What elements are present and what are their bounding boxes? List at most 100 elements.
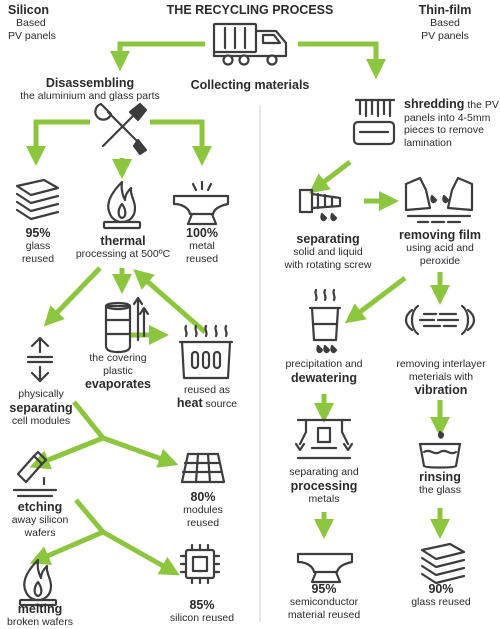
separating-liquid-label: separating solid and liquid with rotatin… <box>272 232 384 271</box>
left-header-line2: PV panels <box>8 29 56 42</box>
etching-bold: etching <box>17 500 63 514</box>
screw-icon <box>298 188 342 222</box>
separating-cells-label: physically separating cell modules <box>0 388 82 427</box>
separating-cells-line1: physically <box>18 388 64 400</box>
removing-film-bold: removing film <box>399 228 481 242</box>
glass95-line2: reused <box>21 252 55 265</box>
etching-label: etching away silicon wafers <box>0 500 80 539</box>
separating-liquid-bold: separating <box>296 232 360 246</box>
right-header-title: Thin-film <box>418 3 472 17</box>
melting-label: melting broken wafers <box>0 602 80 629</box>
shredding-line4: lamination <box>404 136 452 149</box>
glass90-value: 90% <box>428 582 454 596</box>
thermal-rest: processing at 500ºC <box>75 248 171 260</box>
arrow-heater-to-thermal <box>133 269 207 334</box>
can-icon <box>104 296 150 354</box>
robot-arm-icon <box>294 418 354 460</box>
heat-label: reused as heat source <box>170 384 244 410</box>
right-header: Thin-film Based PV panels <box>400 3 490 42</box>
removing-film-label: removing film using acid and peroxide <box>390 228 490 267</box>
melting-bold: melting <box>17 602 63 616</box>
arrow-to-silicon85 <box>101 529 180 576</box>
right-header-line2: PV panels <box>421 29 469 42</box>
dewatering-line1: precipitation and <box>285 358 363 370</box>
anvil-icon <box>172 180 230 226</box>
shredding-line3: pieces to remove <box>404 124 484 136</box>
shredding-label: shredding the PV panels into 4-5mm piece… <box>404 98 500 149</box>
metal100-line2: reused <box>185 252 219 265</box>
etching-line1: away silicon <box>11 514 69 526</box>
heat-rest: source <box>205 397 238 410</box>
thermal-bold: thermal <box>100 234 146 248</box>
glass90-line1: glass reused <box>411 596 471 608</box>
evaporates-label: the covering plastic evaporates <box>78 352 158 391</box>
etching-line2: wafers <box>24 526 56 539</box>
arrow-to-glass95 <box>26 119 90 166</box>
glass-stack-icon <box>15 178 60 221</box>
glass95-value: 95% <box>25 226 51 240</box>
glass95-line1: glass <box>25 240 51 252</box>
rinsing-line1: the glass <box>418 484 462 496</box>
split-arrows-icon <box>26 336 54 383</box>
vibration-line2: meterials with <box>408 370 474 383</box>
silicon85-label: 85% silicon reused <box>160 598 244 625</box>
flame-icon <box>102 180 142 230</box>
modules80-line1: modules <box>183 504 223 516</box>
semi95-label: 95% semiconductor material reused <box>272 582 376 621</box>
disassembling-label: Disassembling the aluminium and glass pa… <box>0 76 180 103</box>
thermal-label: thermal processing at 500ºC <box>68 234 178 261</box>
truck-icon <box>212 22 288 66</box>
glass-stack-icon <box>420 542 466 585</box>
flasks-icon <box>404 176 474 224</box>
left-header: Silicon Based PV panels <box>8 3 88 42</box>
semi95-value: 95% <box>311 582 337 596</box>
rinsing-label: rinsing the glass <box>400 470 480 497</box>
heat-line1: reused as <box>183 384 231 396</box>
separating-cells-bold: separating <box>9 400 73 415</box>
anvil-icon <box>296 552 354 584</box>
flame-icon <box>18 558 58 607</box>
arrow-truck-to-disassembling <box>110 41 205 71</box>
chip-icon <box>179 543 221 585</box>
right-header-line1: Based <box>430 17 460 29</box>
separating-liquid-line1: solid and liquid <box>293 246 363 258</box>
separating-cells-rest: cell modules <box>11 414 71 427</box>
silicon85-value: 85% <box>189 598 215 612</box>
semi95-line2: material reused <box>287 608 361 621</box>
removing-film-line2: peroxide <box>419 254 461 267</box>
processing-line1: separating and <box>289 466 359 478</box>
semi95-line1: semiconductor <box>289 596 359 608</box>
separating-liquid-line2: with rotating screw <box>284 258 372 271</box>
removing-film-line1: using acid and <box>406 242 474 254</box>
dewatering-bold: dewatering <box>291 370 357 385</box>
metal100-value: 100% <box>186 226 218 240</box>
melting-rest: broken wafers <box>7 616 73 628</box>
vibration-icon <box>404 304 476 336</box>
glass90-label: 90% glass reused <box>396 582 486 609</box>
disassembling-rest: the aluminium and glass parts <box>20 90 160 102</box>
disassembling-bold: Disassembling <box>45 76 135 90</box>
vibration-line1: removing interlayer <box>396 358 486 370</box>
page-title: THE RECYCLING PROCESS <box>166 3 334 17</box>
pour-icon <box>12 450 58 498</box>
arrow-thermal-to-separating <box>43 266 102 327</box>
tools-icon <box>94 102 148 156</box>
solar-panel-icon <box>180 452 226 484</box>
collecting-label: Collecting materials <box>190 78 310 92</box>
heat-bold: heat <box>176 395 203 410</box>
metal100-label: 100% metal reused <box>170 226 234 265</box>
left-header-title: Silicon <box>8 3 49 17</box>
evaporates-bold: evaporates <box>84 377 151 391</box>
arrow-to-modules80 <box>102 435 179 468</box>
modules80-label: 80% modules reused <box>170 490 236 529</box>
left-header-line1: Based <box>16 17 46 29</box>
arrow-film-to-beaker <box>344 276 407 324</box>
metal100-line1: metal <box>189 240 215 252</box>
vibration-bold: vibration <box>414 383 468 397</box>
arrow-to-metal100 <box>150 119 212 166</box>
evaporates-line2: plastic <box>103 364 133 377</box>
silicon85-line1: silicon reused <box>169 612 235 624</box>
arrow-shredding-to-screw <box>308 160 352 194</box>
basin-icon <box>418 430 462 469</box>
